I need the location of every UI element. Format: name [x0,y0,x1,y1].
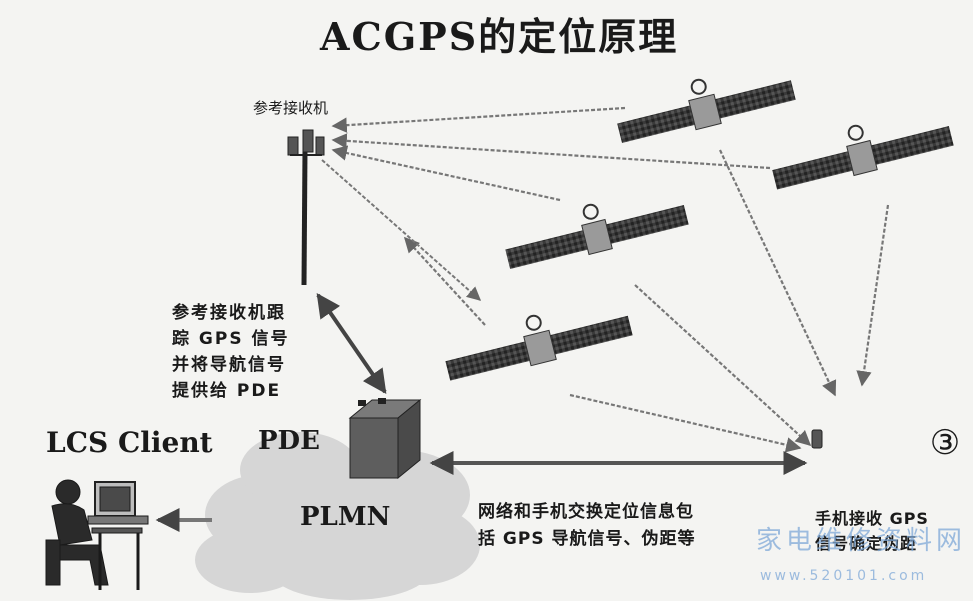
receiver-pde-link-arrow [316,293,387,394]
reference-receiver-note-line-2: 踪 GPS 信号 [172,329,290,349]
plmn-label: PLMN [300,502,391,532]
phone-note-line-2: 信号确定伪距 [815,534,918,553]
phone-note-line-1: 手机接收 GPS [815,509,929,528]
step-number-badge: ③ [929,423,961,463]
signal-to-phone-arrows [569,149,890,453]
satellite-3 [505,203,689,269]
satellite-1 [617,78,796,143]
reference-receiver-note-line-3: 并将导航信号 [172,355,286,375]
satellite-2 [772,124,954,190]
signal-to-receiver-arrows [331,106,771,326]
mobile-phone-icon [811,429,823,449]
exchange-note-line-1: 网络和手机交换定位信息包 [478,502,694,522]
pde-label: PDE [258,426,320,456]
watermark-text: 家电维修资料网 [756,526,967,556]
reference-receiver-antenna-icon [287,129,325,286]
watermark-url: www.520101.com [760,568,928,584]
plmn-cloud [195,432,480,600]
reference-receiver-note-line-4: 提供给 PDE [172,381,282,401]
satellite-4 [445,314,633,381]
reference-receiver-note-line-1: 参考接收机跟 [172,303,286,323]
exchange-note-line-2: 括 GPS 导航信号、伪距等 [478,529,696,549]
lcs-client-person-icon [45,479,149,590]
receiver-to-pde-dashed-arrow [321,159,482,301]
reference-receiver-label: 参考接收机 [253,99,329,117]
pde-server-icon [348,398,422,480]
lcs-client-label: LCS Client [46,426,213,459]
diagram-title: ACGPS的定位原理 [320,14,679,59]
